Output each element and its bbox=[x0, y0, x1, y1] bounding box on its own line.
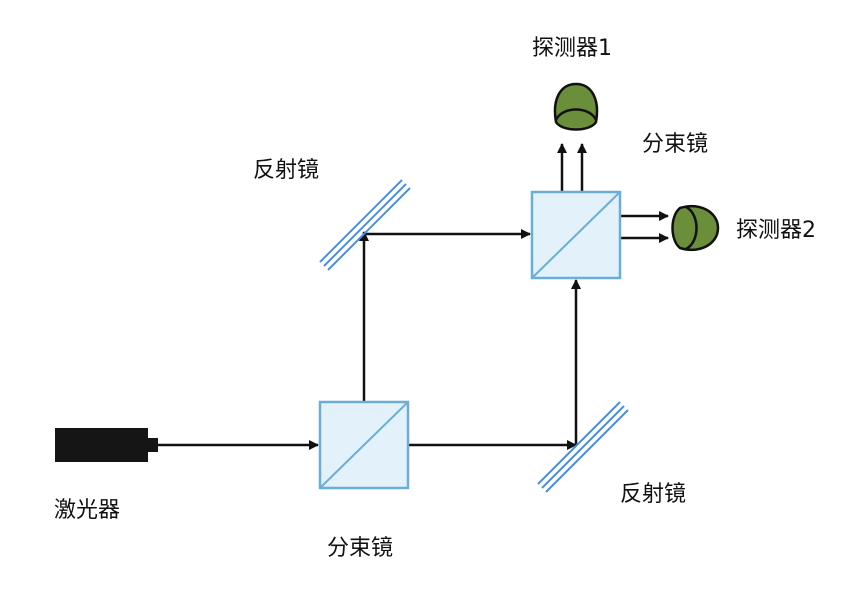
mirror-1-label: 反射镜 bbox=[253, 158, 320, 183]
detector-2-icon bbox=[671, 205, 720, 251]
beamsplitter-2-icon bbox=[530, 190, 622, 280]
mirror-2-label: 反射镜 bbox=[620, 482, 687, 507]
beamsplitter-1-icon bbox=[318, 400, 410, 490]
laser-icon bbox=[55, 428, 158, 462]
beam-paths bbox=[158, 143, 669, 450]
beamsplitter-1-label: 分束镜 bbox=[327, 536, 394, 561]
laser-label: 激光器 bbox=[54, 498, 121, 523]
beamsplitter-2-label: 分束镜 bbox=[642, 132, 709, 157]
mirror-1-icon bbox=[319, 179, 411, 271]
detector-2-label: 探测器2 bbox=[736, 218, 816, 243]
mirror-2-icon bbox=[537, 401, 629, 493]
detector-1-label: 探测器1 bbox=[532, 36, 612, 61]
detector-1-icon bbox=[553, 82, 599, 131]
